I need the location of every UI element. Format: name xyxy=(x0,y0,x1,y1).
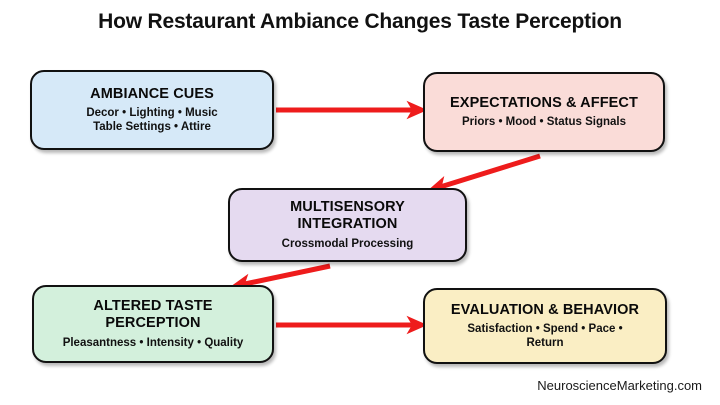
node-altered-taste-perception-title-line-2: PERCEPTION xyxy=(105,315,201,332)
node-expectations-affect-subline-1: Priors • Mood • Status Signals xyxy=(462,116,626,129)
node-multisensory-integration[interactable]: MULTISENSORY INTEGRATION Crossmodal Proc… xyxy=(228,188,467,262)
footer-credit: NeuroscienceMarketing.com xyxy=(537,378,702,393)
node-expectations-affect[interactable]: EXPECTATIONS & AFFECT Priors • Mood • St… xyxy=(423,72,665,152)
node-altered-taste-perception-title-line-1: ALTERED TASTE xyxy=(93,298,213,315)
node-altered-taste-perception[interactable]: ALTERED TASTE PERCEPTION Pleasantness • … xyxy=(32,285,274,363)
node-evaluation-behavior-subline-2: Return xyxy=(526,337,564,350)
node-evaluation-behavior[interactable]: EVALUATION & BEHAVIOR Satisfaction • Spe… xyxy=(423,288,667,364)
node-ambiance-cues[interactable]: AMBIANCE CUES Decor • Lighting • Music T… xyxy=(30,70,274,150)
arrow-expectations-to-multisensory xyxy=(426,153,541,194)
node-evaluation-behavior-title: EVALUATION & BEHAVIOR xyxy=(450,301,640,318)
node-ambiance-cues-subline-2: Table Settings • Attire xyxy=(93,121,211,134)
arrow-multisensory-to-altered-taste xyxy=(229,263,331,292)
node-multisensory-integration-subline-1: Crossmodal Processing xyxy=(281,237,414,250)
node-evaluation-behavior-subline-1: Satisfaction • Spend • Pace • xyxy=(467,323,623,336)
page-title: How Restaurant Ambiance Changes Taste Pe… xyxy=(98,10,622,33)
node-multisensory-integration-title-line-1: MULTISENSORY xyxy=(290,199,405,216)
node-expectations-affect-title: EXPECTATIONS & AFFECT xyxy=(450,94,638,111)
node-ambiance-cues-subline-1: Decor • Lighting • Music xyxy=(86,107,218,120)
node-altered-taste-perception-subline-1: Pleasantness • Intensity • Quality xyxy=(62,336,244,349)
node-multisensory-integration-title-line-2: INTEGRATION xyxy=(297,216,398,233)
node-ambiance-cues-title: AMBIANCE CUES xyxy=(90,85,214,102)
